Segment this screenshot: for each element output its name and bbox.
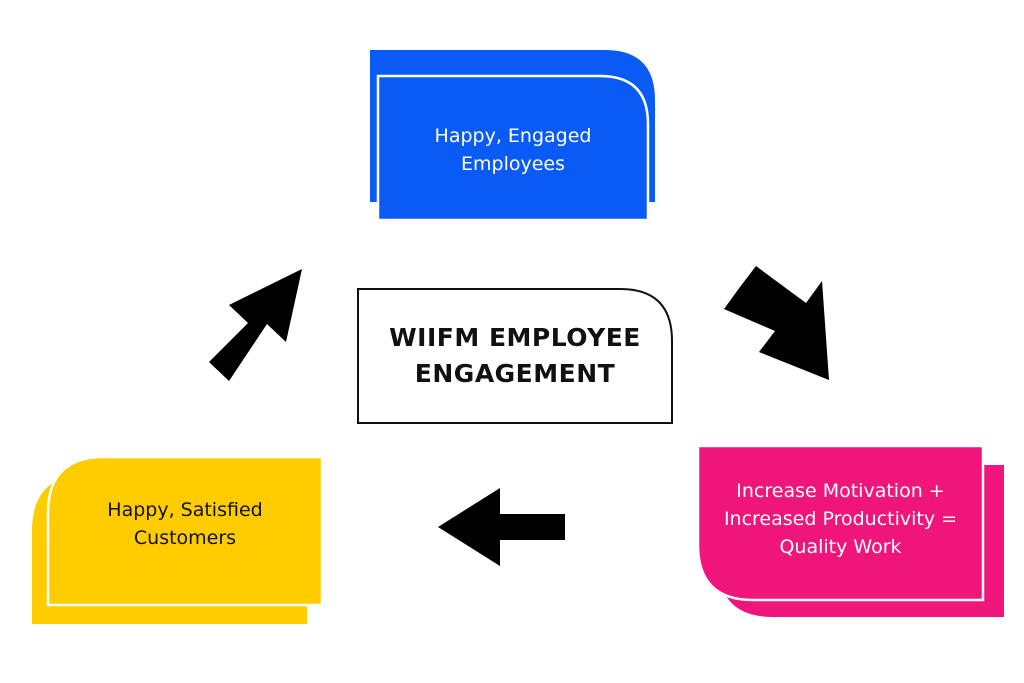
node-customers-line2: Customers	[133, 527, 237, 549]
node-employees-line1: Happy, Engaged	[434, 125, 592, 147]
node-customers	[32, 455, 324, 624]
node-customers-line1: Happy, Satisfied	[107, 499, 263, 521]
center-title-line1: WIIFM EMPLOYEE	[389, 323, 641, 352]
arrow-right-down-icon	[724, 266, 829, 380]
node-customers-front	[46, 455, 324, 607]
arrow-up-right-icon	[209, 269, 302, 381]
node-productivity-label: Increase Motivation + Increased Producti…	[698, 464, 983, 574]
page-title: WIIFM EMPLOYEE ENGAGEMENT	[358, 289, 672, 423]
node-productivity-line1: Increase Motivation +	[736, 480, 945, 502]
node-customers-label: Happy, Satisfied Customers	[48, 474, 322, 574]
node-employees	[370, 50, 655, 222]
node-employees-front	[376, 74, 650, 222]
node-productivity	[696, 444, 1004, 617]
center-title-line2: ENGAGEMENT	[414, 359, 616, 388]
center-box	[357, 288, 673, 424]
arrow-left-icon	[438, 488, 565, 566]
node-employees-label: Happy, Engaged Employees	[378, 100, 648, 200]
node-employees-line2: Employees	[461, 153, 565, 175]
node-productivity-line2: Increased Productivity =	[723, 508, 958, 530]
node-productivity-line3: Quality Work	[779, 536, 902, 558]
node-productivity-front	[696, 444, 985, 602]
